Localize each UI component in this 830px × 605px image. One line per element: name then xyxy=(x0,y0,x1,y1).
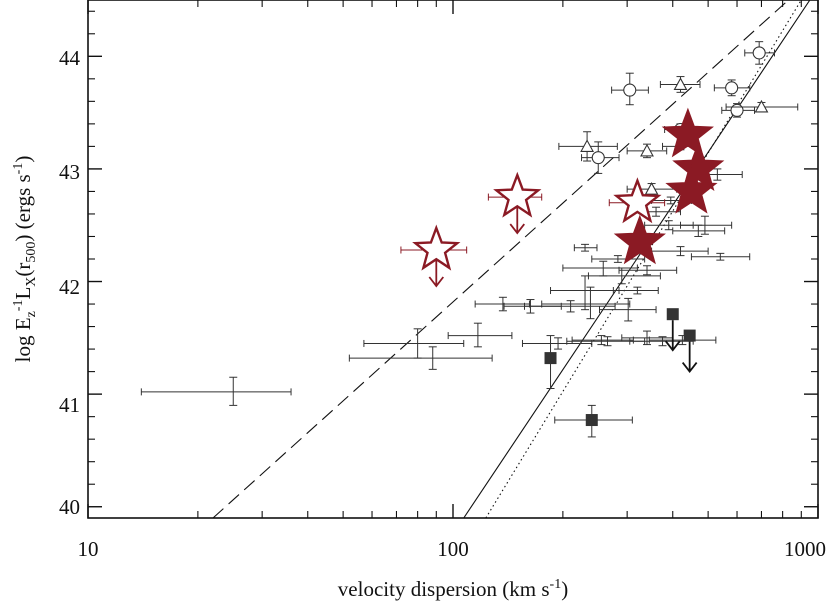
y-tick-label-43: 43 xyxy=(59,160,80,184)
data-point-errorbar xyxy=(140,376,292,406)
plot-frame xyxy=(87,0,819,519)
data-point-errorbar xyxy=(591,255,646,263)
data-point-open-star xyxy=(400,224,468,288)
data-point-triangle xyxy=(626,143,668,159)
y-axis-title-d: ) (ergs s xyxy=(11,174,35,241)
x-tick-label-10: 10 xyxy=(78,537,99,561)
square-marker xyxy=(666,308,679,321)
data-point-square xyxy=(554,404,633,438)
data-point-errorbar xyxy=(348,346,493,370)
fit-line-dotted xyxy=(485,0,802,518)
data-point-circle xyxy=(721,103,756,118)
circle-marker xyxy=(591,151,605,165)
data-point-errorbar xyxy=(474,296,530,312)
circle-marker xyxy=(730,103,744,117)
triangle-marker xyxy=(673,77,688,91)
triangle-marker xyxy=(640,143,654,157)
data-point-square xyxy=(665,308,681,352)
x-tick-label-100: 100 xyxy=(437,537,469,561)
data-point-circle xyxy=(581,141,620,174)
y-axis-title-c: (r xyxy=(11,263,35,277)
data-point-square xyxy=(544,335,557,389)
y-axis-title-b: L xyxy=(11,287,35,300)
data-point-errorbar xyxy=(521,337,593,350)
data-point-errorbar xyxy=(562,260,638,277)
triangle-marker xyxy=(644,182,659,195)
y-axis-title-b-sub: X xyxy=(24,277,39,287)
y-tick-label-40: 40 xyxy=(59,495,80,519)
square-marker xyxy=(585,414,598,427)
circle-marker xyxy=(752,46,766,60)
y-axis-title-c-sub: 500 xyxy=(24,242,39,263)
data-points xyxy=(140,41,799,438)
square-upper-limit-arrow-head xyxy=(681,362,698,374)
x-axis-title-main: velocity dispersion (km s xyxy=(338,577,550,601)
data-point-square xyxy=(681,329,698,374)
data-point-open-star xyxy=(487,171,543,235)
open-star-marker xyxy=(412,224,461,271)
y-tick-label-42: 42 xyxy=(59,275,80,299)
open-star-marker xyxy=(613,177,662,224)
y-axis-title: log Ez-1LX(r500) (ergs s-1) xyxy=(11,156,39,363)
filled-star-marker xyxy=(672,141,725,192)
filled-star-marker xyxy=(661,107,714,158)
open-star-upper-limit-arrow-head xyxy=(509,223,525,235)
data-point-errorbar xyxy=(651,246,709,257)
data-point-errorbar xyxy=(612,286,659,295)
data-point-errorbar xyxy=(679,215,733,235)
y-axis-title-d-sup: -1 xyxy=(11,163,26,175)
data-point-circle xyxy=(744,41,775,65)
square-upper-limit-arrow-head xyxy=(665,340,681,352)
data-point-errorbar xyxy=(690,252,751,261)
data-point-errorbar xyxy=(447,322,513,348)
y-tick-label-41: 41 xyxy=(59,393,80,417)
y-axis-title-e: ) xyxy=(11,156,35,163)
y-axis-title-a: log E xyxy=(11,317,35,362)
y-tick-label-44: 44 xyxy=(59,46,81,70)
fit-line-dashed xyxy=(212,0,789,518)
x-tick-label-1000: 1000 xyxy=(784,537,826,561)
x-axis-title-sup: -1 xyxy=(550,577,562,592)
triangle-marker xyxy=(580,139,595,152)
data-point-circle xyxy=(611,72,649,106)
data-point-errorbar xyxy=(524,300,616,313)
circle-marker xyxy=(623,83,637,97)
open-star-upper-limit-arrow-head xyxy=(428,276,445,288)
data-point-open-star xyxy=(608,177,666,224)
data-point-errorbar xyxy=(363,328,465,359)
axis-ticks xyxy=(87,0,819,518)
y-axis-title-a-sub: z xyxy=(24,311,39,317)
data-point-triangle xyxy=(725,99,799,113)
filled-star-marker xyxy=(613,214,666,265)
square-marker xyxy=(544,352,557,365)
square-marker xyxy=(683,329,696,342)
x-axis-title: velocity dispersion (km s-1) xyxy=(338,577,568,601)
y-axis-title-a-sup: -1 xyxy=(11,300,26,312)
data-point-errorbar xyxy=(648,335,717,346)
filled-star-marker xyxy=(665,163,718,214)
data-point-triangle xyxy=(659,76,701,93)
data-point-errorbar xyxy=(599,297,657,322)
data-point-errorbar xyxy=(618,265,678,276)
circle-marker xyxy=(725,81,739,95)
data-point-triangle xyxy=(558,131,618,162)
x-axis-title-end: ) xyxy=(561,577,568,601)
data-point-circle xyxy=(713,79,751,97)
data-point-errorbar xyxy=(573,243,598,252)
data-point-errorbar xyxy=(541,286,631,320)
open-star-marker xyxy=(493,171,542,218)
triangle-marker xyxy=(754,99,769,113)
